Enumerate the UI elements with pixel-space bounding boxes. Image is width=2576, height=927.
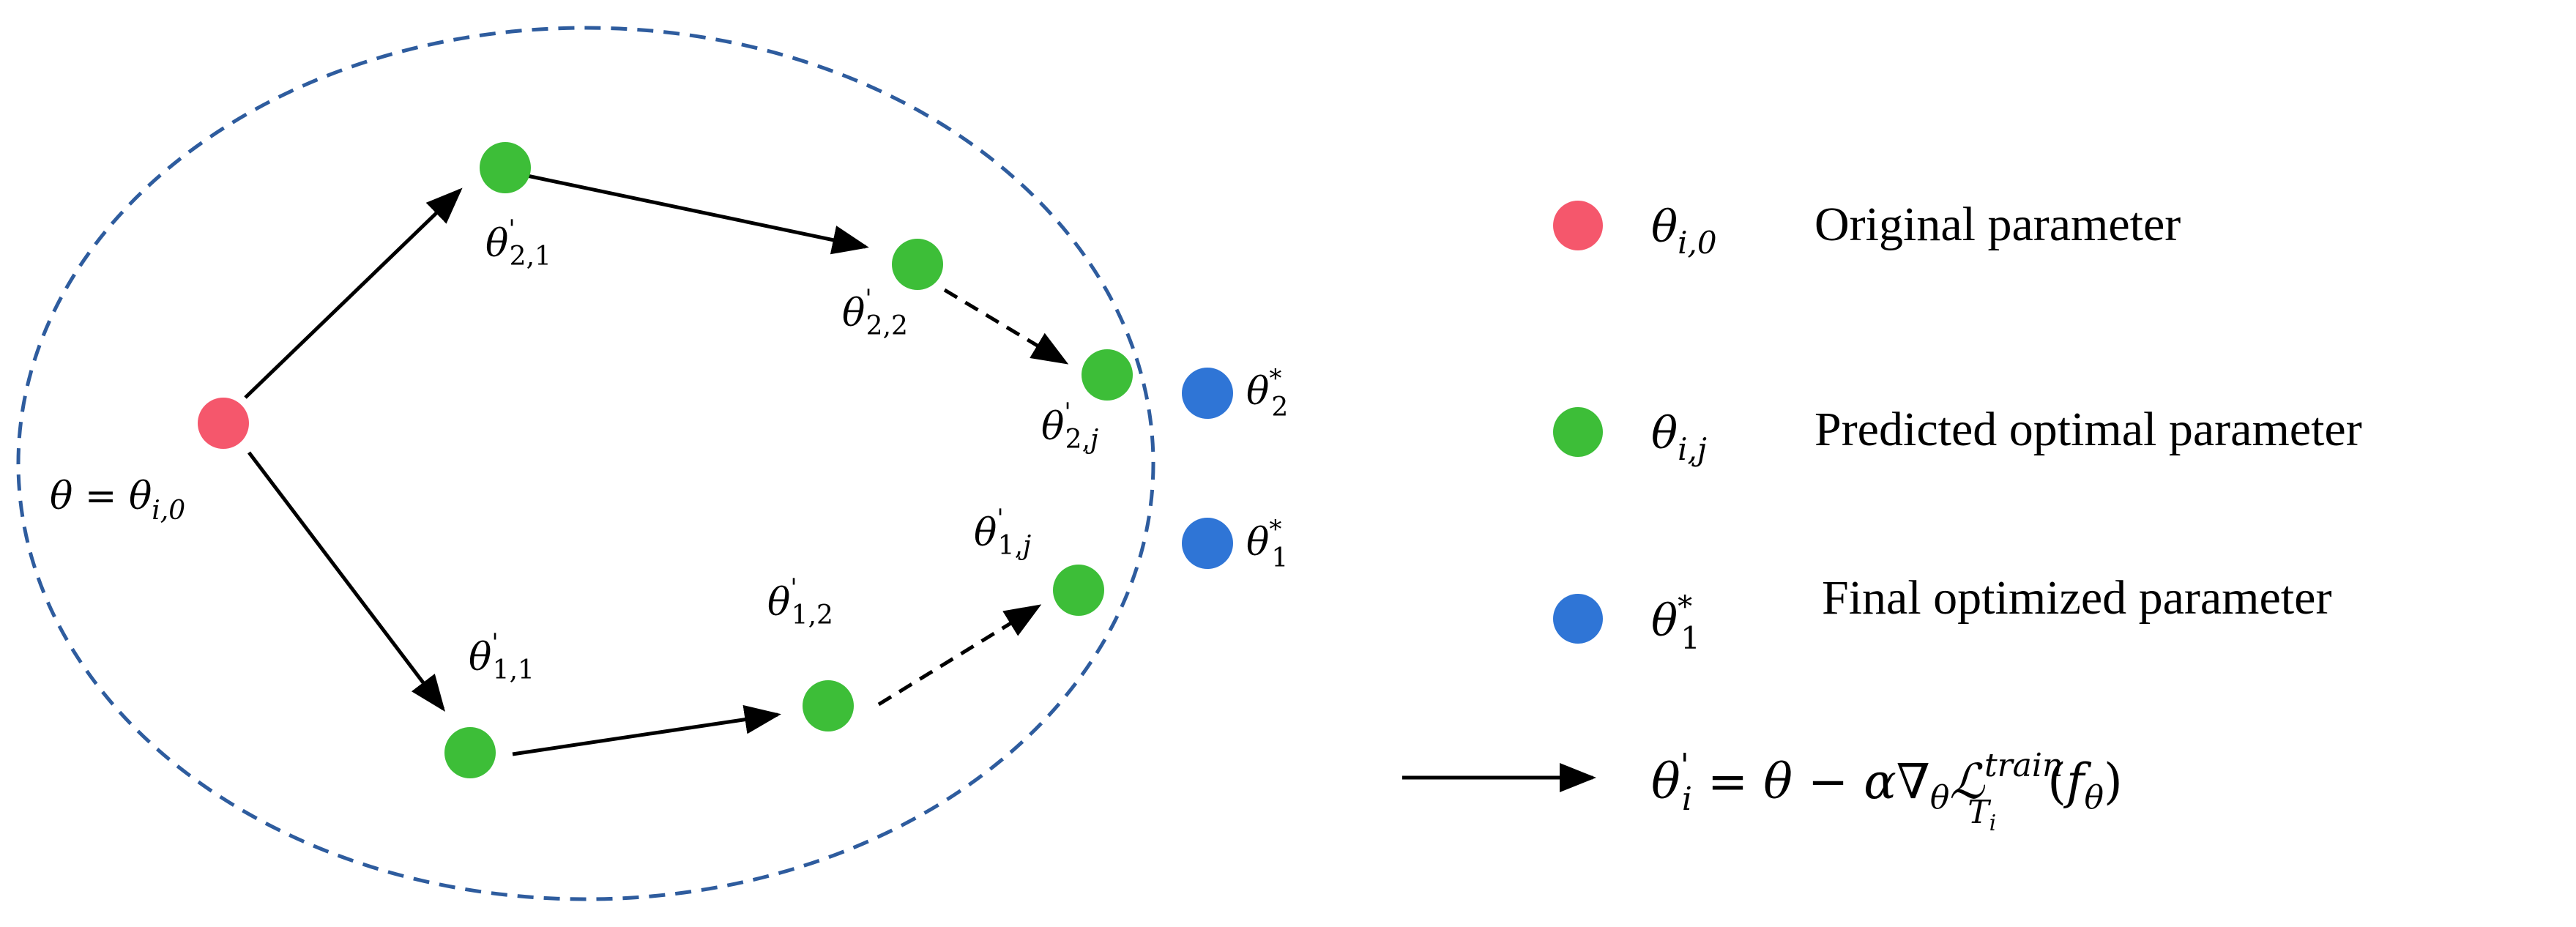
label-t21: θ'2,1	[485, 215, 551, 272]
node-t12	[803, 680, 854, 731]
edge-t11-to-t12	[512, 704, 781, 756]
nodes	[198, 142, 1233, 778]
edge-t21-to-t22	[526, 174, 869, 255]
node-origin	[198, 398, 249, 449]
node-t22	[892, 239, 943, 290]
label-t2j: θ'2,j	[1041, 398, 1098, 455]
parameter-space-boundary	[16, 26, 1155, 901]
label-star1: θ*1	[1246, 515, 1288, 573]
edge-origin-to-t11	[247, 451, 446, 712]
legend-predicted-swatch	[1553, 407, 1603, 457]
node-star1	[1182, 518, 1233, 569]
node-t21	[480, 142, 531, 193]
edge-t12-to-t1j	[877, 604, 1042, 707]
label-star2: θ*2	[1246, 364, 1288, 422]
label-t11: θ'1,1	[469, 628, 535, 685]
legend-final-swatch	[1553, 594, 1603, 644]
legend-predicted-label: Predicted optimal parameter	[1814, 403, 2362, 456]
node-labels: θ = θi,0 θ'2,1 θ'2,2 θ'2,j θ'1,2 θ'1,1 θ…	[50, 215, 1288, 685]
edges	[244, 174, 1069, 756]
node-t2j	[1082, 349, 1133, 401]
edge-origin-to-t21	[244, 187, 463, 399]
node-t1j	[1053, 565, 1104, 616]
legend: θi,0 Original parameter θi,j Predicted o…	[1402, 198, 2362, 836]
legend-original-symbol: θi,0	[1651, 201, 1717, 261]
label-t1j: θ'1,j	[974, 504, 1031, 561]
legend-final-label: Final optimized parameter	[1822, 571, 2331, 625]
edge-t22-to-t2j	[943, 288, 1069, 365]
legend-original-swatch	[1553, 201, 1603, 250]
legend-original-label: Original parameter	[1814, 198, 2181, 251]
legend-predicted-symbol: θi,j	[1651, 408, 1707, 467]
label-t12: θ'1,2	[767, 573, 833, 630]
label-origin: θ = θi,0	[50, 474, 185, 526]
node-t11	[444, 727, 496, 778]
node-star2	[1182, 368, 1233, 419]
legend-final-symbol: θ*1	[1651, 590, 1700, 656]
label-t22: θ'2,2	[842, 284, 908, 341]
